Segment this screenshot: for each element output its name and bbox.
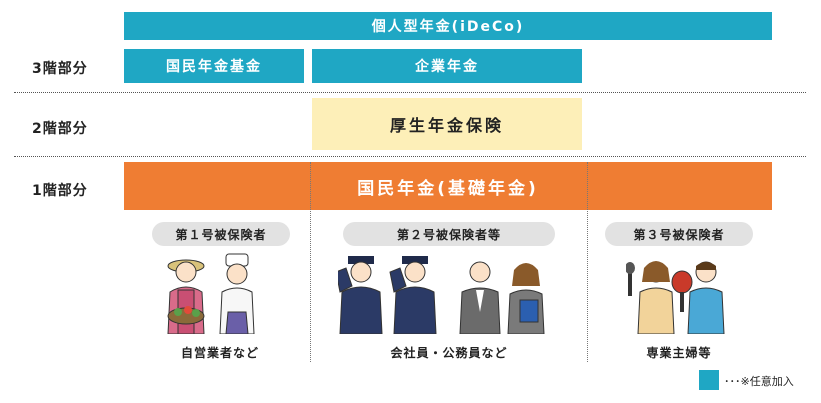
tier-2-label: 2階部分 <box>32 121 88 137</box>
separator-line <box>14 92 806 93</box>
group-divider <box>310 162 311 362</box>
group-caption-2: 会社員・公務員など <box>390 346 508 360</box>
group-divider <box>587 162 588 362</box>
group-pill-1: 第１号被保険者 <box>152 222 290 246</box>
ideco-bar: 個人型年金(iDeCo) <box>124 12 772 40</box>
separator-line <box>14 156 806 157</box>
homemaker-illustration <box>626 252 736 334</box>
group-pill-2: 第２号被保険者等 <box>343 222 555 246</box>
group-pill-3: 第３号被保険者 <box>605 222 753 246</box>
corporate-pension-bar: 企業年金 <box>312 49 582 83</box>
group-caption-1: 自営業者など <box>180 346 259 360</box>
self-employed-illustration <box>160 252 270 334</box>
legend-text: ･･･※任意加入 <box>724 375 794 388</box>
group-caption-3: 専業主婦等 <box>646 346 712 360</box>
national-pension-bar: 国民年金(基礎年金) <box>124 162 772 210</box>
employee-illustration <box>338 252 548 334</box>
tier-1-label: 1階部分 <box>32 183 88 199</box>
national-pension-fund-bar: 国民年金基金 <box>124 49 304 83</box>
tier-3-label: 3階部分 <box>32 61 88 77</box>
legend-swatch <box>699 370 719 390</box>
welfare-pension-bar: 厚生年金保険 <box>312 98 582 150</box>
